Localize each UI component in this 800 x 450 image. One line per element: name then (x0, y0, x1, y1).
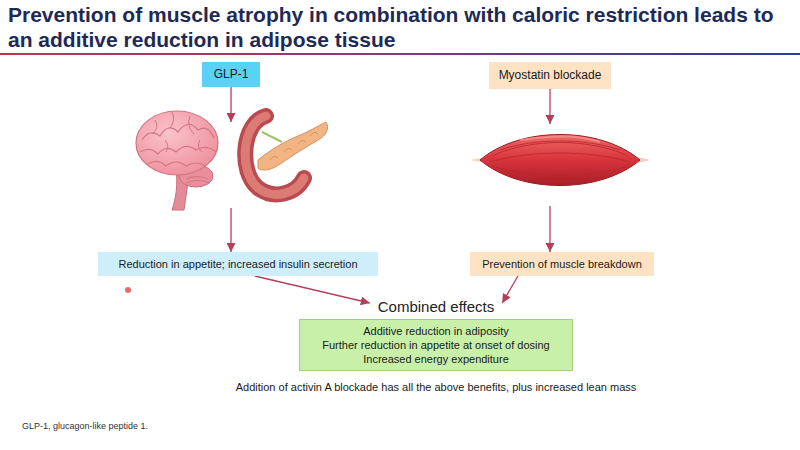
effect-box: Reduction in appetite; increased insulin… (98, 252, 377, 276)
effects-panel: Additive reduction in adiposityFurther r… (299, 319, 572, 371)
connector-line (549, 206, 550, 252)
effect-line: Additive reduction in adiposity (322, 324, 549, 338)
connector-line (549, 89, 550, 124)
box-text: GLP-1 (214, 67, 249, 82)
slide-title: Prevention of muscle atrophy in combinat… (8, 2, 794, 52)
footnote-text: GLP-1, glucagon-like peptide 1. (22, 421, 148, 431)
pointer-dot (125, 287, 131, 293)
connector-line (255, 276, 370, 303)
connector-line (502, 276, 518, 303)
connector-line (230, 208, 231, 252)
effect-line: Increased energy expenditure (322, 352, 549, 366)
combined-effects-box: Combined effectsAdditive reduction in ad… (299, 298, 572, 371)
group-heading: Combined effects (378, 298, 494, 316)
effect-line: Further reduction in appetite at onset o… (322, 338, 549, 352)
connector-arrow (231, 87, 232, 252)
brain-illustration (136, 111, 218, 210)
box-text: Prevention of muscle breakdown (482, 257, 642, 271)
agent-box: Myostatin blockade (489, 62, 612, 89)
connector-arrow (502, 276, 518, 303)
note-text: Addition of activin A blockade has all t… (236, 381, 637, 393)
box-text: Reduction in appetite; increased insulin… (118, 257, 357, 271)
connector-line (230, 87, 231, 122)
muscle-illustration (470, 135, 650, 186)
box-text: Myostatin blockade (499, 68, 602, 83)
title-rule (0, 53, 800, 55)
pancreas-illustration (245, 116, 327, 194)
connector-arrow (255, 276, 370, 303)
agent-box: GLP-1 (202, 62, 261, 87)
effect-box: Prevention of muscle breakdown (470, 252, 654, 276)
connector-arrow (549, 89, 550, 252)
